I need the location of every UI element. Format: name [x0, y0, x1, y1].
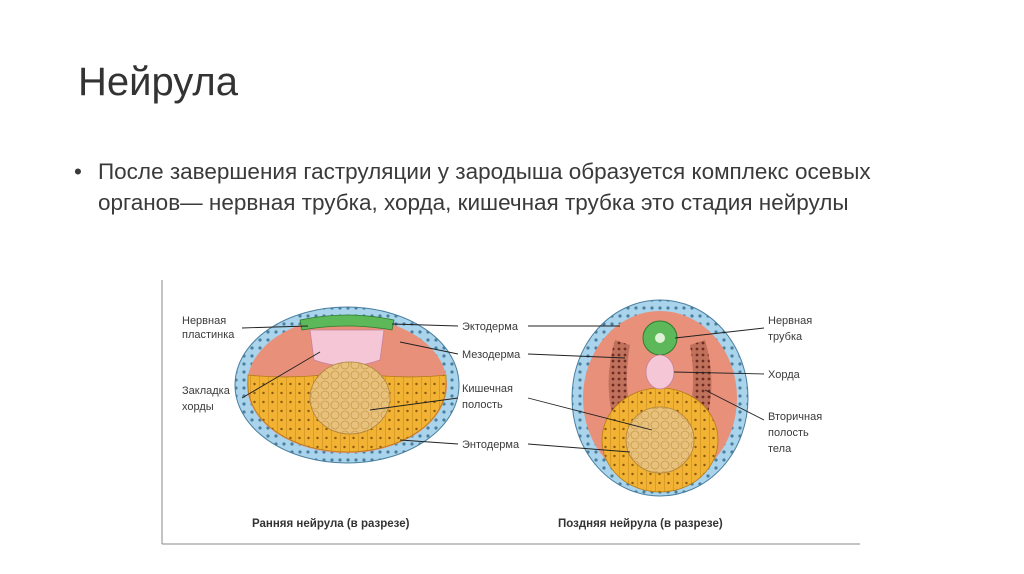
late-neural-canal [655, 333, 665, 343]
label-notochord-anlage-1: Закладка [182, 385, 231, 397]
label-endoderm: Энтодерма [462, 439, 520, 451]
neurula-diagram: Нервная пластинка Закладка хорды Эктодер… [161, 280, 860, 545]
leader-coelom [704, 389, 765, 421]
label-gut-cavity-2: полость [462, 399, 503, 411]
bullet-text: После завершения гаструляции у зародыша … [98, 159, 871, 215]
label-coelom-3: тела [768, 443, 792, 455]
leader-neural-plate [241, 325, 309, 329]
early-neurula [234, 306, 460, 464]
early-yolk [309, 361, 391, 435]
late-notochord [645, 354, 675, 390]
label-neural-tube-1: Нервная [768, 315, 812, 327]
label-mesoderm: Мезодерма [462, 349, 521, 361]
leader-mesoderm-early [399, 341, 459, 355]
leader-notochord-anlage [241, 351, 321, 399]
label-coelom-2: полость [768, 427, 809, 439]
leader-mesoderm-late [527, 353, 626, 359]
label-neural-plate-2: пластинка [182, 329, 235, 341]
caption-early: Ранняя нейрула (в разрезе) [252, 518, 410, 530]
label-notochord-anlage-2: хорды [182, 401, 214, 413]
late-neurula [571, 299, 749, 497]
caption-late: Поздняя нейрула (в разрезе) [558, 518, 723, 530]
leader-gut-early [369, 397, 459, 411]
neurula-figure: Нервная пластинка Закладка хорды Эктодер… [160, 280, 862, 546]
bullet-marker: • [74, 159, 82, 184]
label-neural-tube-2: трубка [768, 331, 803, 343]
label-coelom-1: Вторичная [768, 411, 822, 423]
late-gut [625, 406, 695, 474]
leader-ectoderm-early [391, 323, 459, 327]
leader-notochord [673, 371, 765, 375]
leader-lines [241, 323, 765, 453]
label-neural-plate-1: Нервная [182, 315, 226, 327]
leader-gut-late [527, 397, 653, 431]
leader-endoderm-late [527, 443, 631, 453]
early-notochord-anlage [309, 329, 385, 367]
leader-neural-tube [674, 327, 765, 339]
slide-title: Нейрула [78, 60, 238, 104]
label-ectoderm: Эктодерма [462, 321, 519, 333]
early-neural-plate [299, 314, 395, 331]
label-gut-cavity-1: Кишечная [462, 383, 513, 395]
bullet-item: • После завершения гаструляции у зародыш… [74, 156, 954, 218]
leader-endoderm-early [399, 439, 459, 445]
label-notochord: Хорда [768, 369, 801, 381]
